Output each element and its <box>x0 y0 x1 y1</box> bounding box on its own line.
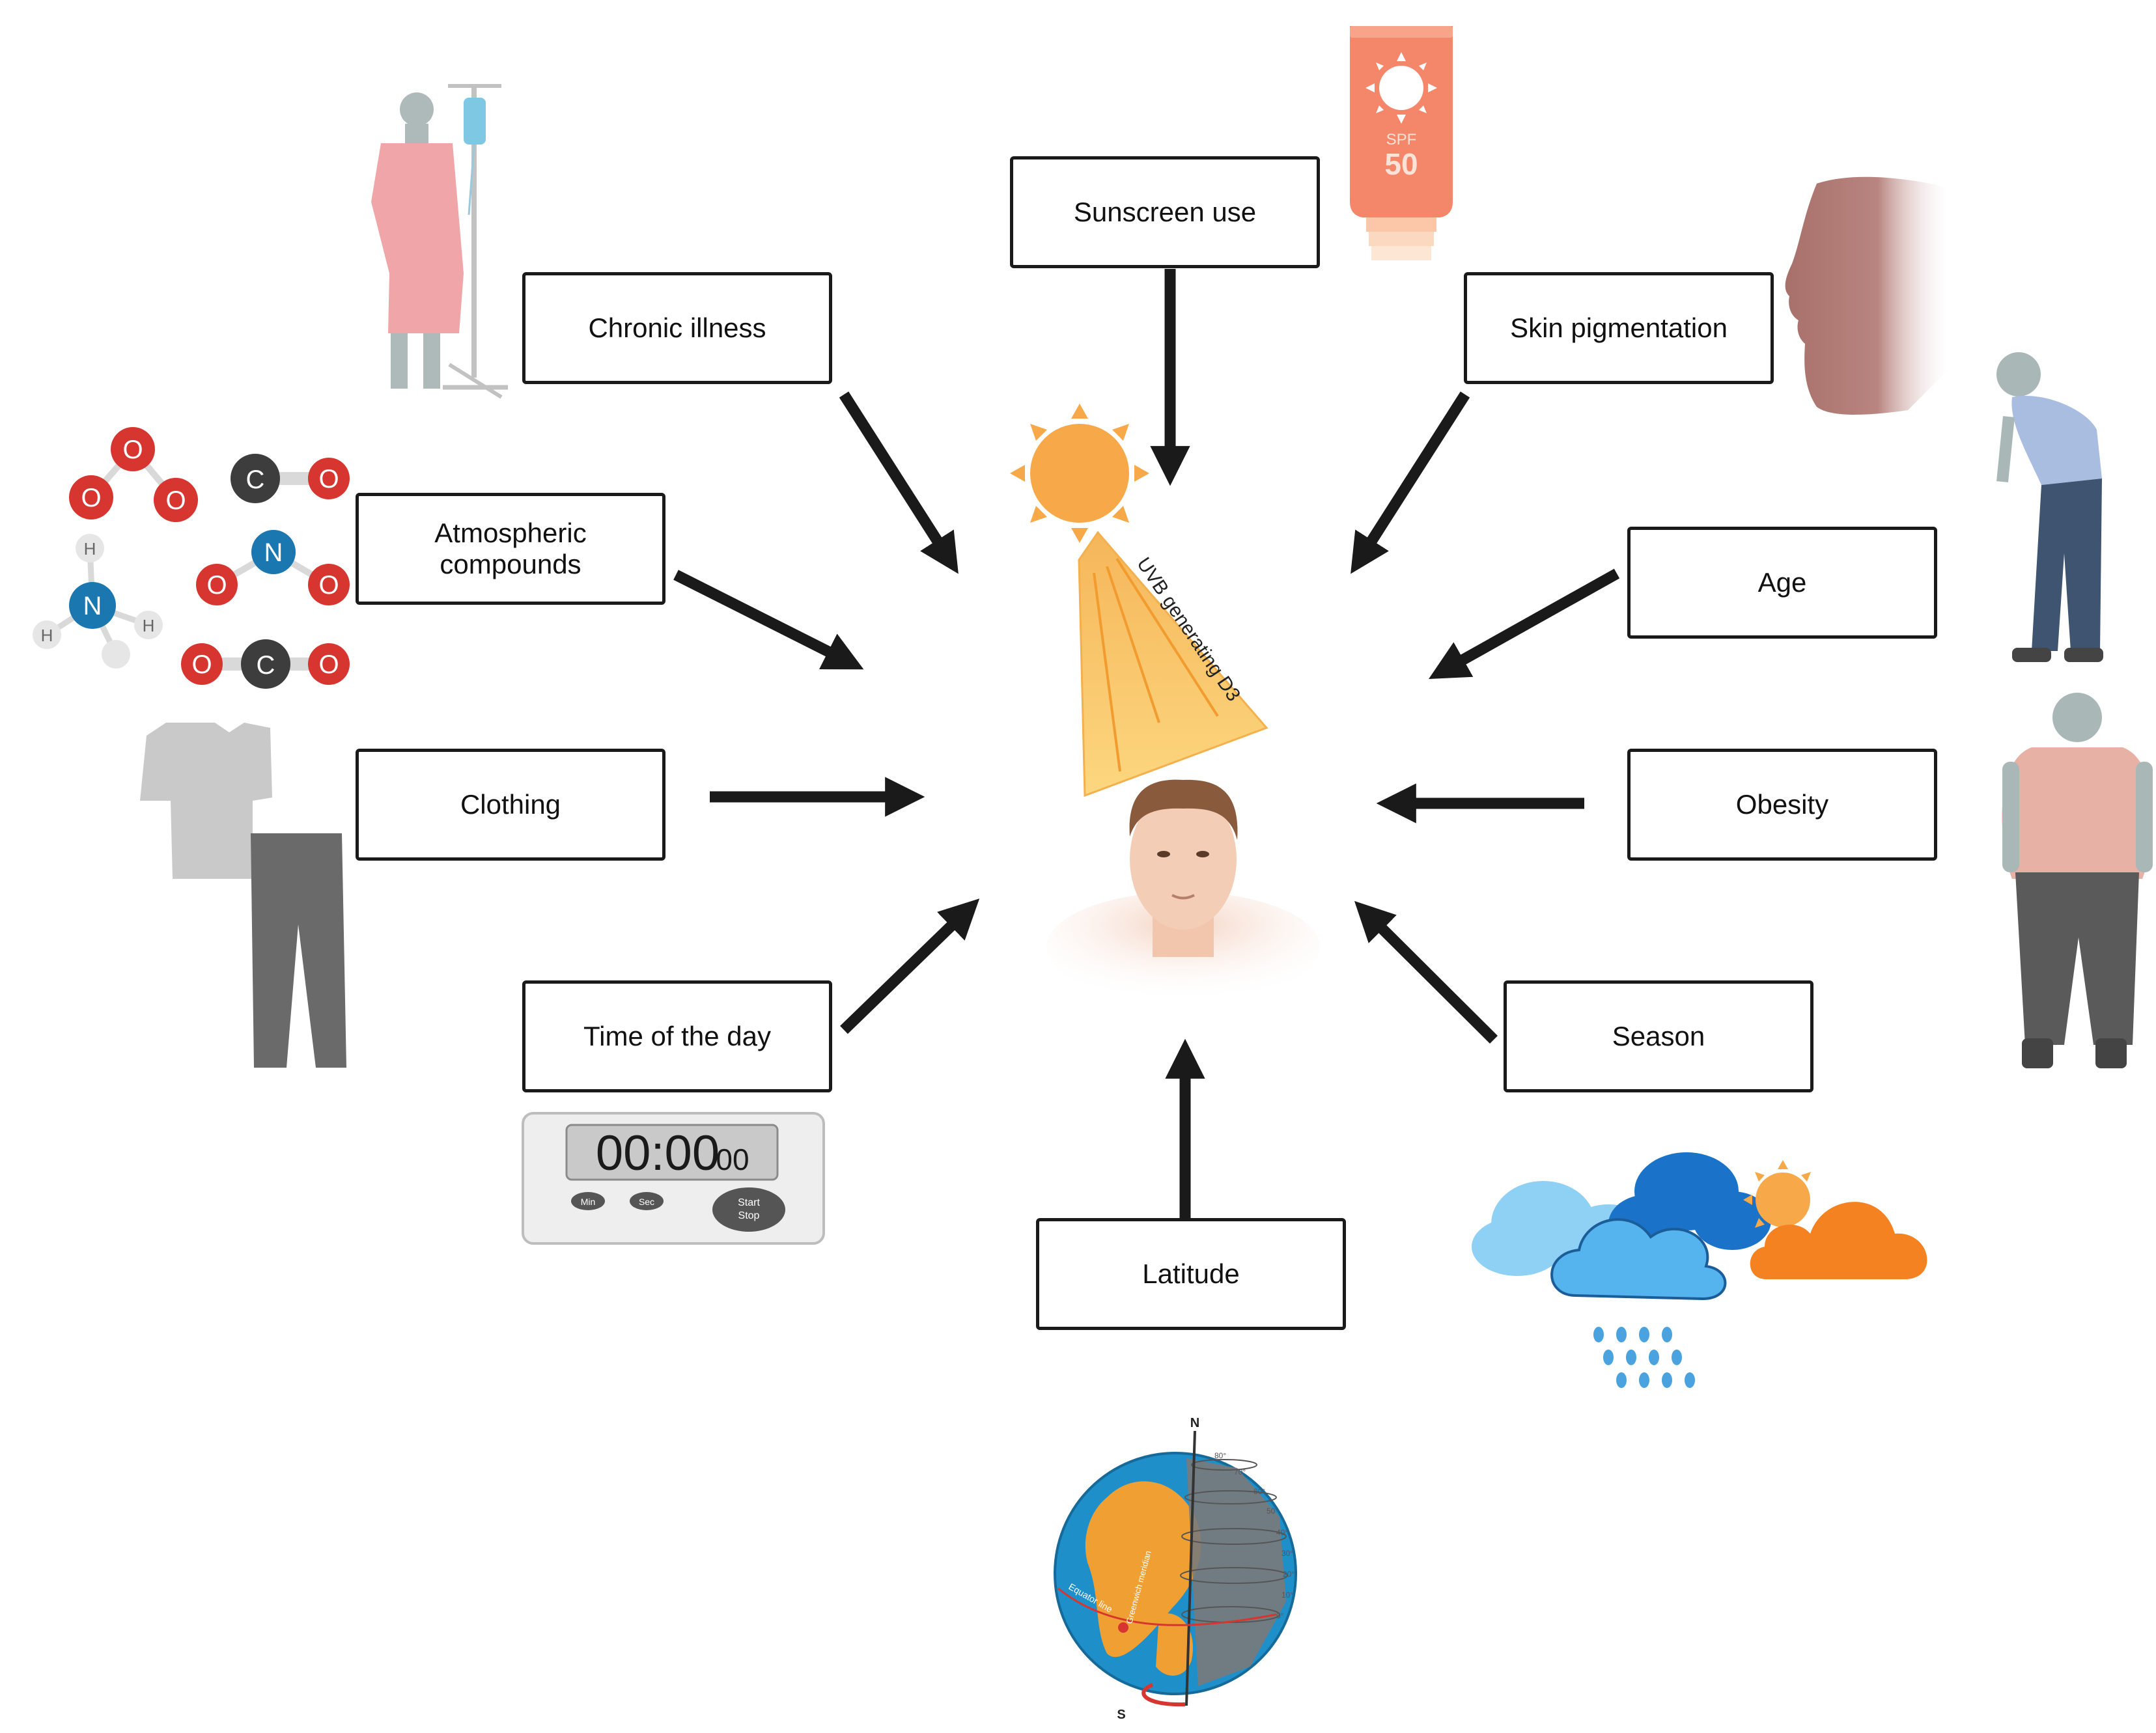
globe-south-label: S <box>1117 1708 1125 1722</box>
timer-min-label: Min <box>581 1197 596 1207</box>
weather-icon <box>1472 1152 1927 1388</box>
arrow-skin-pigmentation <box>1351 391 1470 574</box>
arrow-atmospheric <box>673 570 864 670</box>
no2-atom-n: N <box>264 538 283 567</box>
globe-lat-50: 50° <box>1267 1506 1278 1516</box>
factor-sunscreen-use-label: Sunscreen use <box>1073 196 1257 227</box>
factor-time-of-day-label: Time of the day <box>583 1020 771 1051</box>
timer-stop-label: Stop <box>738 1210 760 1221</box>
timer-start-label: Start <box>738 1197 760 1208</box>
globe-lat-10: 10° <box>1281 1590 1293 1600</box>
spf-value: 50 <box>1384 147 1418 181</box>
globe-icon: N S Equator line Greenwich meridian 80° … <box>1054 1416 1297 1722</box>
factor-season-label: Season <box>1612 1020 1705 1051</box>
factor-atmospheric-compounds: Atmospheric compounds <box>356 493 665 605</box>
co2-molecule: O C O <box>181 639 350 689</box>
factor-season: Season <box>1504 980 1813 1092</box>
sunscreen-tube-icon: SPF 50 <box>1350 26 1453 260</box>
factor-time-of-day: Time of the day <box>522 980 832 1092</box>
co2-atom-o2: O <box>318 650 339 679</box>
factor-chronic-illness-label: Chronic illness <box>588 312 766 343</box>
no2-atom-o2: O <box>318 571 339 600</box>
factor-latitude: Latitude <box>1036 1218 1346 1330</box>
factor-atmospheric-compounds-label: Atmospheric compounds <box>434 517 587 579</box>
globe-lat-80: 80° <box>1214 1451 1226 1460</box>
timer-icon: 00:00 00 Min Sec Start Stop <box>522 1112 825 1245</box>
globe-lat-60: 60° <box>1253 1487 1265 1496</box>
factor-obesity: Obesity <box>1627 749 1937 861</box>
clothing-icon <box>140 723 346 1068</box>
face-profile-icon <box>1785 176 1953 415</box>
rain-drops-icon <box>1593 1327 1695 1388</box>
orange-cloud-icon <box>1750 1202 1927 1279</box>
factor-latitude-label: Latitude <box>1142 1258 1240 1289</box>
nh3-molecule: N H H H <box>33 534 163 669</box>
nh3-atom-h1: H <box>84 539 96 559</box>
factor-skin-pigmentation-label: Skin pigmentation <box>1510 312 1728 343</box>
arrow-age <box>1428 568 1620 679</box>
ozone-atom-3: O <box>165 486 186 515</box>
ozone-atom-1: O <box>122 436 143 464</box>
blue-cloud-icon <box>1550 1218 1727 1301</box>
obese-person-icon <box>2002 693 2153 1068</box>
co2-atom-o1: O <box>191 650 212 679</box>
elderly-person-icon <box>1996 352 2103 662</box>
factor-clothing-label: Clothing <box>460 788 561 820</box>
ozone-atom-2: O <box>81 484 101 512</box>
co2-atom-c: C <box>257 651 275 680</box>
nh3-atom-n: N <box>83 592 102 620</box>
sun-icon <box>1010 404 1149 543</box>
no2-atom-o1: O <box>206 571 227 600</box>
patient-iv-icon <box>371 84 508 399</box>
globe-lat-30: 30° <box>1281 1549 1293 1558</box>
nh3-atom-h3: H <box>143 616 155 635</box>
timer-display-main: 00:00 <box>596 1126 720 1181</box>
factor-skin-pigmentation: Skin pigmentation <box>1464 272 1774 384</box>
globe-lat-40: 40° <box>1276 1528 1288 1537</box>
arrow-season <box>1354 901 1498 1044</box>
co-atom-c: C <box>246 465 265 494</box>
ozone-molecule: O O O <box>69 427 198 522</box>
co-molecule: C O <box>231 454 350 503</box>
factor-age: Age <box>1627 527 1937 639</box>
co-atom-o: O <box>318 465 339 493</box>
arrow-chronic-illness <box>839 391 959 574</box>
factor-age-label: Age <box>1757 566 1807 598</box>
factor-clothing: Clothing <box>356 749 665 861</box>
nh3-atom-h2: H <box>41 626 53 645</box>
small-sun-icon <box>1743 1160 1811 1228</box>
globe-lat-70: 70° <box>1234 1467 1246 1477</box>
globe-lat-0: 0° <box>1276 1611 1284 1620</box>
arrow-time-of-day <box>840 898 980 1034</box>
globe-lat-20: 20° <box>1283 1570 1295 1579</box>
arrows <box>673 269 1620 1221</box>
timer-sec-label: Sec <box>639 1197 654 1207</box>
person-icon <box>1046 779 1320 1003</box>
spf-label: SPF <box>1386 131 1417 148</box>
factor-obesity-label: Obesity <box>1735 788 1829 820</box>
factor-chronic-illness: Chronic illness <box>522 272 832 384</box>
no2-molecule: O N O <box>196 530 350 605</box>
globe-north-label: N <box>1190 1416 1199 1430</box>
factor-sunscreen-use: Sunscreen use <box>1010 156 1320 268</box>
timer-display-small: 00 <box>716 1143 749 1176</box>
molecules-icon: O O O C O O N O <box>33 427 350 689</box>
uvb-beam: UVB generating D3 <box>1078 531 1268 797</box>
